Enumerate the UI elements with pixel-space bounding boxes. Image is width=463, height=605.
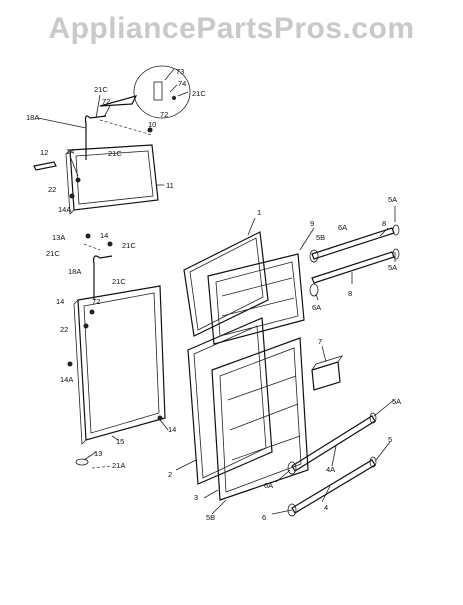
label-5b: 5B: [206, 513, 215, 522]
label-22: 22: [48, 185, 56, 194]
label-21c: 21C: [192, 89, 206, 98]
label-73: 73: [176, 67, 184, 76]
label-72: 72: [92, 297, 100, 306]
part-labels: 73 74 72 21C 21C 72 18A 10 12 14 21C 22 …: [26, 67, 401, 522]
label-9: 9: [310, 219, 314, 228]
label-6: 6: [262, 513, 266, 522]
label-3: 3: [194, 493, 198, 502]
label-8: 8: [382, 219, 386, 228]
label-14: 14: [168, 425, 176, 434]
label-4a: 4A: [326, 465, 335, 474]
label-2: 2: [168, 470, 172, 479]
label-7: 7: [318, 337, 322, 346]
lower-shelf-rails: [287, 412, 377, 517]
upper-shelf-rails: [309, 224, 400, 297]
label-72: 72: [102, 97, 110, 106]
part-12-bracket: [33, 161, 57, 171]
upper-handle: [84, 115, 107, 160]
label-4: 4: [324, 503, 328, 512]
lower-handle: [93, 255, 113, 300]
label-18a: 18A: [68, 267, 81, 276]
label-14a: 14A: [58, 205, 71, 214]
lower-screws: [67, 309, 163, 466]
label-22: 22: [60, 325, 68, 334]
label-15: 15: [116, 437, 124, 446]
label-6a: 6A: [312, 303, 321, 312]
label-14: 14: [56, 297, 64, 306]
label-74: 74: [178, 79, 186, 88]
label-5a: 5A: [388, 195, 397, 204]
leader-lines: [37, 68, 396, 515]
label-10: 10: [148, 120, 156, 129]
watermark: AppliancePartsPros.com: [48, 12, 415, 45]
fresh-food-door-liner: [211, 337, 309, 501]
label-14a: 14A: [60, 375, 73, 384]
label-21c: 21C: [112, 277, 126, 286]
upper-screws: [69, 127, 153, 247]
lower-gasket: [187, 317, 273, 485]
label-8: 8: [348, 289, 352, 298]
label-21c: 21C: [122, 241, 136, 250]
lower-door-panel: [73, 285, 166, 445]
label-5a: 5A: [392, 397, 401, 406]
label-13: 13: [94, 449, 102, 458]
hinge-detail-callout: [99, 65, 191, 119]
label-5b: 5B: [316, 233, 325, 242]
upper-gasket: [183, 231, 269, 337]
label-72: 72: [160, 110, 168, 119]
label-6a: 6A: [264, 481, 273, 490]
dairy-bin: [311, 355, 343, 391]
upper-door-panel: [65, 144, 159, 215]
label-1: 1: [257, 208, 261, 217]
label-6a: 6A: [338, 223, 347, 232]
label-21c: 21C: [46, 249, 60, 258]
label-13a: 13A: [52, 233, 65, 242]
label-11: 11: [166, 181, 174, 190]
label-12: 12: [40, 148, 48, 157]
label-5a: 5A: [388, 263, 397, 272]
label-5: 5: [388, 435, 392, 444]
label-18a: 18A: [26, 113, 39, 122]
label-14: 14: [100, 231, 108, 240]
freezer-door-liner: [207, 253, 305, 345]
label-21c: 21C: [108, 149, 122, 158]
label-21a: 21A: [112, 461, 125, 470]
label-21c: 21C: [94, 85, 108, 94]
label-14: 14: [66, 147, 74, 156]
